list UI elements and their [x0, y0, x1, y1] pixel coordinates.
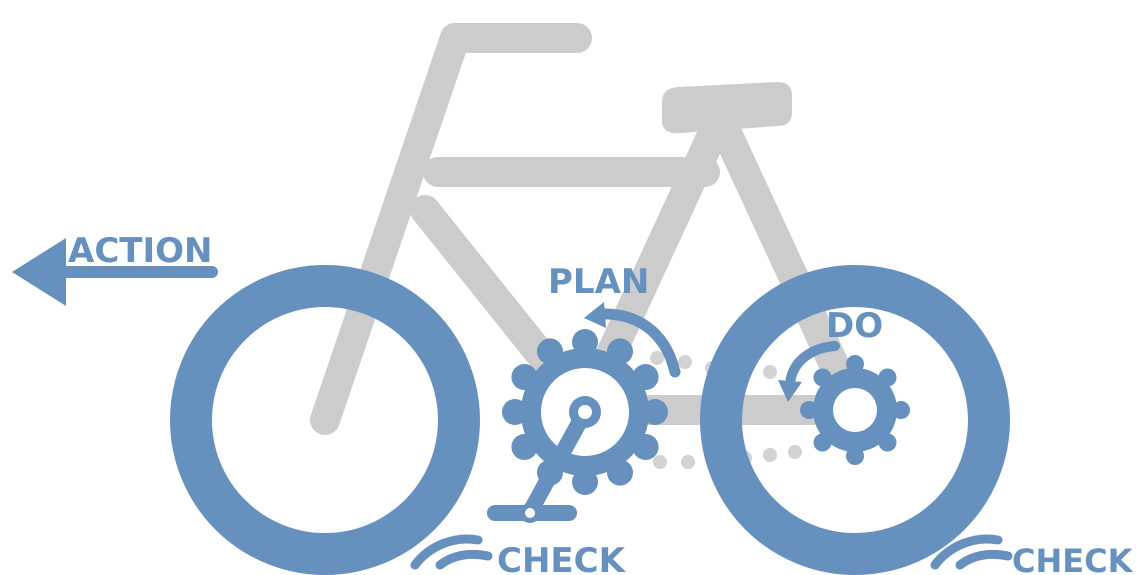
- saddle: [662, 82, 792, 133]
- check-label-right: CHECK: [1012, 542, 1134, 575]
- do-label: DO: [826, 306, 883, 346]
- check-swoosh-left-icon: [415, 539, 488, 565]
- action-label: ACTION: [68, 231, 212, 271]
- rear-gear-icon: [800, 355, 910, 465]
- check-label-left: CHECK: [497, 541, 627, 575]
- plan-label: PLAN: [548, 262, 649, 302]
